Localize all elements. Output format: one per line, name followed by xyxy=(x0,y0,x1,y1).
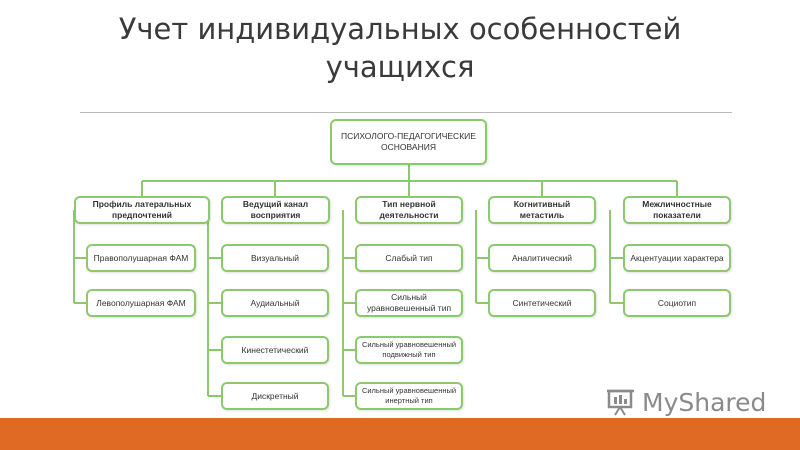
item-right-hemisphere: Правополушарная ФАМ xyxy=(86,244,196,272)
root-node-label: ПСИХОЛОГО-ПЕДАГОГИЧЕСКИЕ ОСНОВАНИЯ xyxy=(341,131,476,152)
category-cognitive-metastyle: Когнитивный метастиль xyxy=(488,196,596,224)
item-label: Слабый тип xyxy=(385,252,433,263)
category-nervous-activity: Тип нервной деятельности xyxy=(355,196,463,224)
root-node: ПСИХОЛОГО-ПЕДАГОГИЧЕСКИЕ ОСНОВАНИЯ xyxy=(330,119,487,165)
item-label: Сильный уравновешенный тип xyxy=(366,292,452,313)
logo-text: MyShared xyxy=(642,387,767,417)
slide-title: Учет индивидуальных особенностей учащихс… xyxy=(0,10,800,86)
myshared-logo: MyShared xyxy=(606,385,766,419)
footer-bar xyxy=(0,418,800,450)
category-perception-channel: Ведущий канал восприятия xyxy=(221,196,330,224)
item-label: Акцентуации характера xyxy=(630,252,724,263)
item-auditory: Аудиальный xyxy=(221,289,329,317)
item-label: Социотип xyxy=(657,297,697,308)
item-kinesthetic: Кинестетический xyxy=(221,336,329,364)
category-label: Тип нервной деятельности xyxy=(379,199,439,220)
item-character-accentuation: Акцентуации характера xyxy=(623,244,731,272)
category-label: Профиль латеральных предпочтений xyxy=(92,199,192,220)
item-analytical: Аналитический xyxy=(488,244,596,272)
category-label: Межличностные показатели xyxy=(642,199,712,220)
item-visual: Визуальный xyxy=(221,244,329,272)
category-lateral-profile: Профиль латеральных предпочтений xyxy=(74,196,210,224)
item-strong-balanced-mobile: Сильный уравновешенный подвижный тип xyxy=(355,336,463,364)
category-label: Ведущий канал восприятия xyxy=(242,199,309,220)
item-sociotype: Социотип xyxy=(623,289,731,317)
item-discrete: Дискретный xyxy=(221,382,329,410)
item-synthetic: Синтетический xyxy=(488,289,596,317)
slide-title-line2: учащихся xyxy=(325,50,475,84)
item-label: Сильный уравновешенный инертный тип xyxy=(361,386,457,405)
item-label: Аудиальный xyxy=(250,297,300,308)
category-interpersonal-indicators: Межличностные показатели xyxy=(623,196,731,224)
item-label: Правополушарная ФАМ xyxy=(93,252,189,263)
item-label: Синтетический xyxy=(512,297,572,308)
item-label: Аналитический xyxy=(511,252,573,263)
item-label: Кинестетический xyxy=(241,344,309,355)
item-label: Дискретный xyxy=(251,390,299,401)
item-left-hemisphere: Левополушарная ФАМ xyxy=(86,289,196,317)
item-strong-balanced-inert: Сильный уравновешенный инертный тип xyxy=(355,382,463,410)
title-divider xyxy=(80,112,732,113)
slide-title-line1: Учет индивидуальных особенностей xyxy=(118,12,682,46)
category-label: Когнитивный метастиль xyxy=(513,199,571,220)
item-weak-type: Слабый тип xyxy=(355,244,463,272)
item-strong-balanced: Сильный уравновешенный тип xyxy=(355,289,463,317)
item-label: Левополушарная ФАМ xyxy=(96,297,186,308)
presentation-board-icon xyxy=(607,389,634,416)
item-label: Визуальный xyxy=(250,252,300,263)
item-label: Сильный уравновешенный подвижный тип xyxy=(361,340,457,359)
